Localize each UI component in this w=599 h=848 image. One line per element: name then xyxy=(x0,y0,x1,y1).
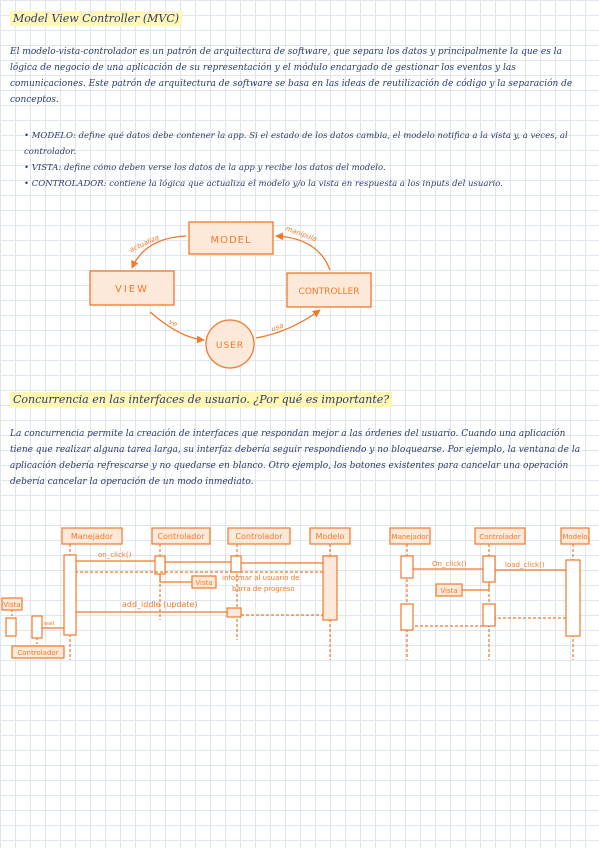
seq1-vista-left-label: Vista xyxy=(3,601,20,609)
seq1-controlador-left-box xyxy=(11,645,65,659)
seq1-modelo-activation xyxy=(322,555,338,621)
mvc-title: Model View Controller (MVC) xyxy=(10,11,183,26)
edge-view-to-user xyxy=(149,311,205,344)
seq2-onclick-label: On_click() xyxy=(432,560,467,568)
view-box xyxy=(89,270,175,306)
seq1-vista-box xyxy=(191,575,217,589)
seq1-modelo-label: Modelo xyxy=(316,532,345,541)
seq2-modelo-box xyxy=(560,527,590,545)
bullet-vista: VISTA: define cómo deben verse los datos… xyxy=(24,160,590,176)
user-circle xyxy=(205,319,255,369)
seq1-controlador-left-label: Controlador xyxy=(17,649,58,657)
seq1-manejador-box xyxy=(61,527,123,545)
seq1-informar-label: informar al usuario de xyxy=(222,574,299,582)
concurrency-paragraph: La concurrencia permite la creación de i… xyxy=(10,429,581,487)
seq1-controlador-a-box xyxy=(151,527,211,545)
seq1-barra-label: barra de progreso xyxy=(232,585,295,593)
seq2-manejador-label: Manejador xyxy=(392,533,429,541)
seq2-controlador-label: Controlador xyxy=(479,533,520,541)
seq1-controlador-a-label: Controlador xyxy=(157,532,205,541)
seq1-modelo-box xyxy=(309,527,351,545)
view-label: VIEW xyxy=(115,284,149,295)
edge-label-usa: usa xyxy=(270,321,284,333)
bullet-controlador: CONTROLADOR: contiene la lógica que actu… xyxy=(24,176,590,192)
seq2-loadclick-label: load_click() xyxy=(505,561,545,569)
edge-user-to-controller xyxy=(255,309,321,339)
seq1-controlador-b-label: Controlador xyxy=(235,532,283,541)
seq2-modelo-label: Modelo xyxy=(562,533,587,541)
edge-label-manipula: manipula xyxy=(285,225,318,244)
controller-box xyxy=(286,272,372,308)
seq2-vista-label: Vista xyxy=(440,587,457,595)
seq2-controlador-box xyxy=(474,527,526,545)
seq1-wait-label: wait xyxy=(44,621,55,627)
seq2-vista-box xyxy=(435,583,463,597)
model-box xyxy=(188,221,274,255)
edge-controller-to-model xyxy=(275,232,331,271)
seq1-controlador-b-box xyxy=(227,527,291,545)
seq1-vista-label: Vista xyxy=(195,579,212,587)
seq1-onclick-label: on_click() xyxy=(98,551,132,559)
concurrency-title: Concurrencia en las interfaces de usuari… xyxy=(10,392,393,407)
user-label: USER xyxy=(216,341,244,351)
seq1-add-iddle-label: add_iddle (update) xyxy=(122,600,198,609)
controller-label: CONTROLLER xyxy=(299,287,360,297)
bullet-modelo: MODELO: define qué datos debe contener l… xyxy=(24,128,590,160)
edge-label-actualiza: actualiza xyxy=(128,233,160,254)
seq1-manejador-label: Manejador xyxy=(71,532,114,541)
edge-label-ve: ve xyxy=(168,318,179,329)
edge-model-to-view xyxy=(131,235,187,269)
mvc-paragraph: El modelo-vista-controlador es un patrón… xyxy=(10,47,573,105)
mvc-bullet-list: MODELO: define qué datos debe contener l… xyxy=(24,128,590,192)
model-label: MODEL xyxy=(210,235,251,246)
seq2-manejador-box xyxy=(389,527,431,545)
seq1-vista-left-box xyxy=(1,597,23,611)
